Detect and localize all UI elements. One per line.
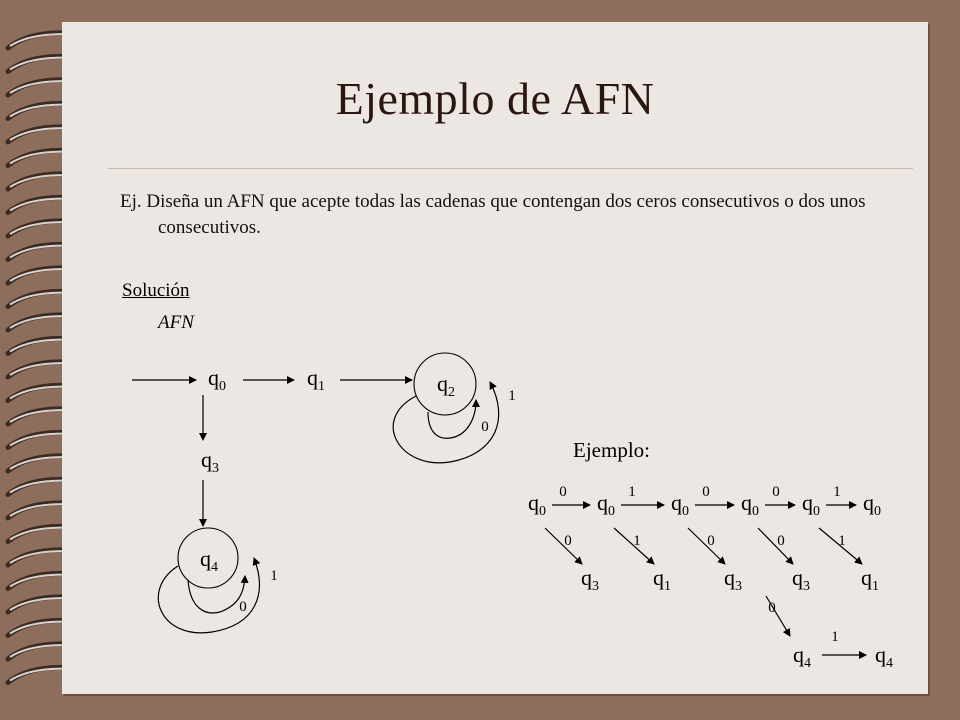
q4-loop-label-1: 1 <box>270 568 278 584</box>
tree-final-symbol: 1 <box>831 629 839 645</box>
tree-top-state: q0 <box>597 490 615 519</box>
exercise-text: Ej. Diseña un AFN que acepte todas las c… <box>120 191 866 238</box>
tree-branch-symbol: 1 <box>633 533 641 549</box>
tree-q3-q4-arrow <box>765 595 791 637</box>
title-divider <box>108 168 913 169</box>
state-q2: q2 <box>437 371 455 400</box>
q2-loop-label-1: 1 <box>508 388 516 404</box>
tree-branch-symbol: 0 <box>777 533 785 549</box>
state-q4: q4 <box>200 546 218 575</box>
q4-loop-label-0: 0 <box>239 599 247 615</box>
tree-top-symbol: 0 <box>702 484 710 500</box>
q2-loop-label-0: 0 <box>481 419 489 435</box>
tree-q4-symbol: 0 <box>768 600 776 616</box>
state-q3: q3 <box>201 447 219 476</box>
slide-panel <box>62 22 928 694</box>
example-label: Ejemplo: <box>573 438 650 462</box>
tree-bottom-state: q3 <box>581 565 599 594</box>
tree-branch-symbol: 0 <box>707 533 715 549</box>
tree-bottom-state: q3 <box>724 565 742 594</box>
state-q2-outer-circle <box>413 352 477 416</box>
tree-branch-arrow <box>757 527 794 565</box>
q2-loop-inner <box>427 399 480 439</box>
tree-top-symbol: 1 <box>628 484 636 500</box>
state-q4-outer-circle <box>177 527 239 589</box>
tree-branch-symbol: 0 <box>564 533 572 549</box>
tree-top-state: q0 <box>863 490 881 519</box>
solution-heading: Solución <box>122 280 190 301</box>
tree-bottom-state: q1 <box>653 565 671 594</box>
tree-top-state: q0 <box>802 490 820 519</box>
tree-bottom-state: q3 <box>792 565 810 594</box>
tree-top-symbol: 0 <box>559 484 567 500</box>
q4-loop-inner <box>187 575 249 614</box>
tree-top-symbol: 1 <box>833 484 841 500</box>
tree-final-state: q4 <box>875 642 893 671</box>
afn-label: AFN <box>158 312 194 333</box>
q2-loop-outer <box>392 381 500 464</box>
tree-branch-arrow <box>818 527 863 565</box>
tree-top-state: q0 <box>528 490 546 519</box>
tree-branch-arrow <box>544 527 583 565</box>
page-title: Ejemplo de AFN <box>335 73 655 124</box>
tree-top-symbol: 0 <box>772 484 780 500</box>
state-q1: q1 <box>307 365 325 394</box>
tree-branch-symbol: 1 <box>838 533 846 549</box>
tree-bottom-state: q1 <box>861 565 879 594</box>
tree-final-state: q4 <box>793 642 811 671</box>
state-q0: q0 <box>208 365 226 394</box>
tree-top-state: q0 <box>671 490 689 519</box>
tree-top-state: q0 <box>741 490 759 519</box>
tree-branch-arrow <box>687 527 726 565</box>
tree-branch-arrow <box>613 527 655 565</box>
q4-loop-outer <box>157 557 261 634</box>
